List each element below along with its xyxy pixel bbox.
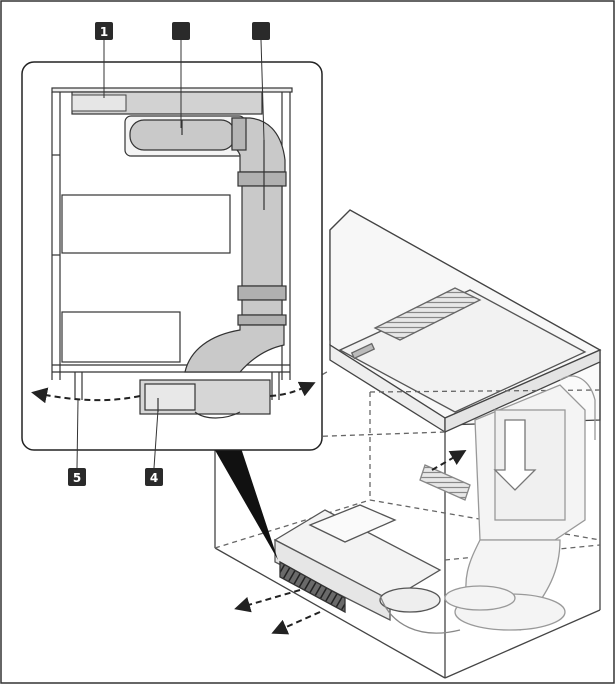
callout-1: 1 (95, 22, 113, 40)
callout-4: 4 (145, 468, 163, 486)
cooktop-vent-grille (373, 287, 482, 341)
plinth-fan-section (139, 379, 271, 419)
leader-3 (260, 39, 265, 141)
zoom-pointer (212, 445, 278, 560)
exhaust-arrow-upper (234, 589, 301, 613)
lower-drawer (61, 311, 181, 363)
upper-drawer (61, 194, 231, 254)
horizontal-duct (124, 115, 246, 157)
plinth-fan-unit-3d (273, 504, 461, 634)
internal-duct-3d (444, 375, 596, 631)
svg-text:4: 4 (150, 471, 158, 485)
plinth-grille (279, 560, 346, 614)
back-vent (419, 464, 471, 501)
leader-4 (153, 409, 159, 469)
callout-5: 5 (68, 468, 86, 486)
leader-lines (76, 39, 265, 469)
svg-text:1: 1 (100, 25, 108, 39)
leader-5 (76, 399, 79, 469)
exhaust-arrow-lower (271, 611, 321, 635)
svg-text:5: 5 (73, 471, 81, 485)
callout-2 (172, 22, 190, 40)
airflow-down-arrow (493, 419, 537, 491)
intake-arrow (431, 449, 467, 471)
vertical-duct (184, 117, 287, 373)
component-1 (71, 94, 127, 112)
cooktop-control (350, 342, 376, 360)
airflow-arrows-panel (31, 381, 316, 404)
exhaust-arrow-right (269, 381, 316, 397)
cabinet-section (51, 87, 293, 400)
airflow-arrows-3d (234, 449, 467, 635)
callout-3 (252, 22, 270, 40)
exhaust-arrow-left (31, 387, 141, 404)
detail-panel (21, 61, 323, 451)
